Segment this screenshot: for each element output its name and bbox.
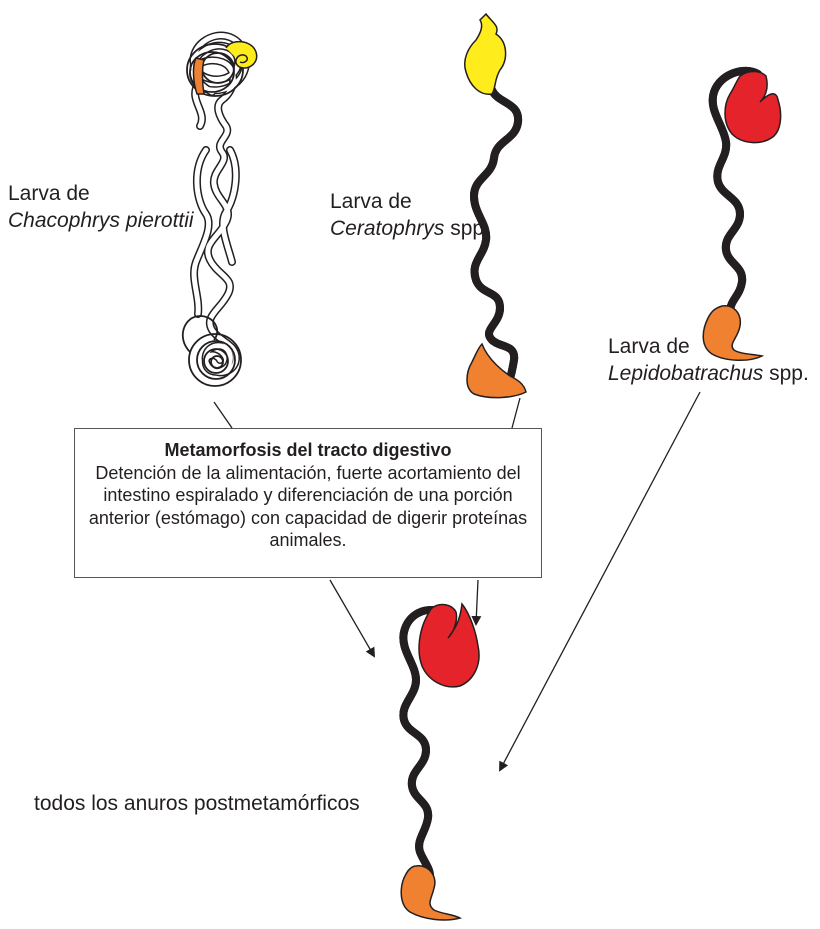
lepidobatrachus-label-prefix: Larva de bbox=[608, 335, 690, 358]
box-to-adult-arrow-right bbox=[471, 579, 482, 626]
chacophrys-larval-gut bbox=[181, 35, 258, 387]
metamorphosis-box: Metamorfosis del tracto digestivo Detenc… bbox=[74, 428, 542, 578]
chacophrys-species-name: Chacophrys pierottii bbox=[8, 209, 194, 232]
metamorphosis-box-title: Metamorfosis del tracto digestivo bbox=[164, 440, 452, 460]
box-to-adult-arrow bbox=[329, 579, 376, 658]
chacophrys-hindgut bbox=[192, 57, 205, 95]
chacophrys-foregut bbox=[225, 40, 258, 69]
adult-label: todos los anuros postmetamórficos bbox=[34, 792, 360, 815]
lepidobatrachus-stomach bbox=[724, 70, 782, 144]
ceratophrys-label: Larva de Ceratophrys spp bbox=[330, 188, 484, 242]
lepidobatrachus-species-suffix: spp. bbox=[763, 362, 809, 385]
ceratophrys-hindgut bbox=[466, 342, 527, 399]
adult-gut bbox=[400, 602, 480, 921]
lepidobatrachus-species-name: Lepidobatrachus bbox=[608, 362, 764, 385]
adult-stomach bbox=[418, 602, 480, 688]
lepidobatrachus-hindgut bbox=[702, 305, 765, 361]
ceratophrys-species-suffix: spp bbox=[444, 217, 485, 240]
ceratophrys-larval-gut bbox=[464, 12, 527, 399]
metamorphosis-box-body: Detención de la alimentación, fuerte aco… bbox=[88, 462, 528, 551]
ceratophrys-label-prefix: Larva de bbox=[330, 190, 412, 213]
chacophrys-connector-line bbox=[213, 401, 233, 429]
lepidobatrachus-label: Larva de Lepidobatrachus spp. bbox=[608, 333, 809, 387]
lepidobatrachus-to-adult-arrow bbox=[499, 391, 701, 772]
chacophrys-label-prefix: Larva de bbox=[8, 182, 90, 205]
ceratophrys-connector-line bbox=[511, 397, 521, 429]
lepidobatrachus-larval-gut bbox=[702, 70, 782, 361]
ceratophrys-species-name: Ceratophrys bbox=[330, 217, 445, 240]
chacophrys-label: Larva de Chacophrys pierottii bbox=[8, 180, 194, 234]
adult-hindgut bbox=[400, 865, 463, 921]
ceratophrys-foregut bbox=[464, 12, 507, 95]
